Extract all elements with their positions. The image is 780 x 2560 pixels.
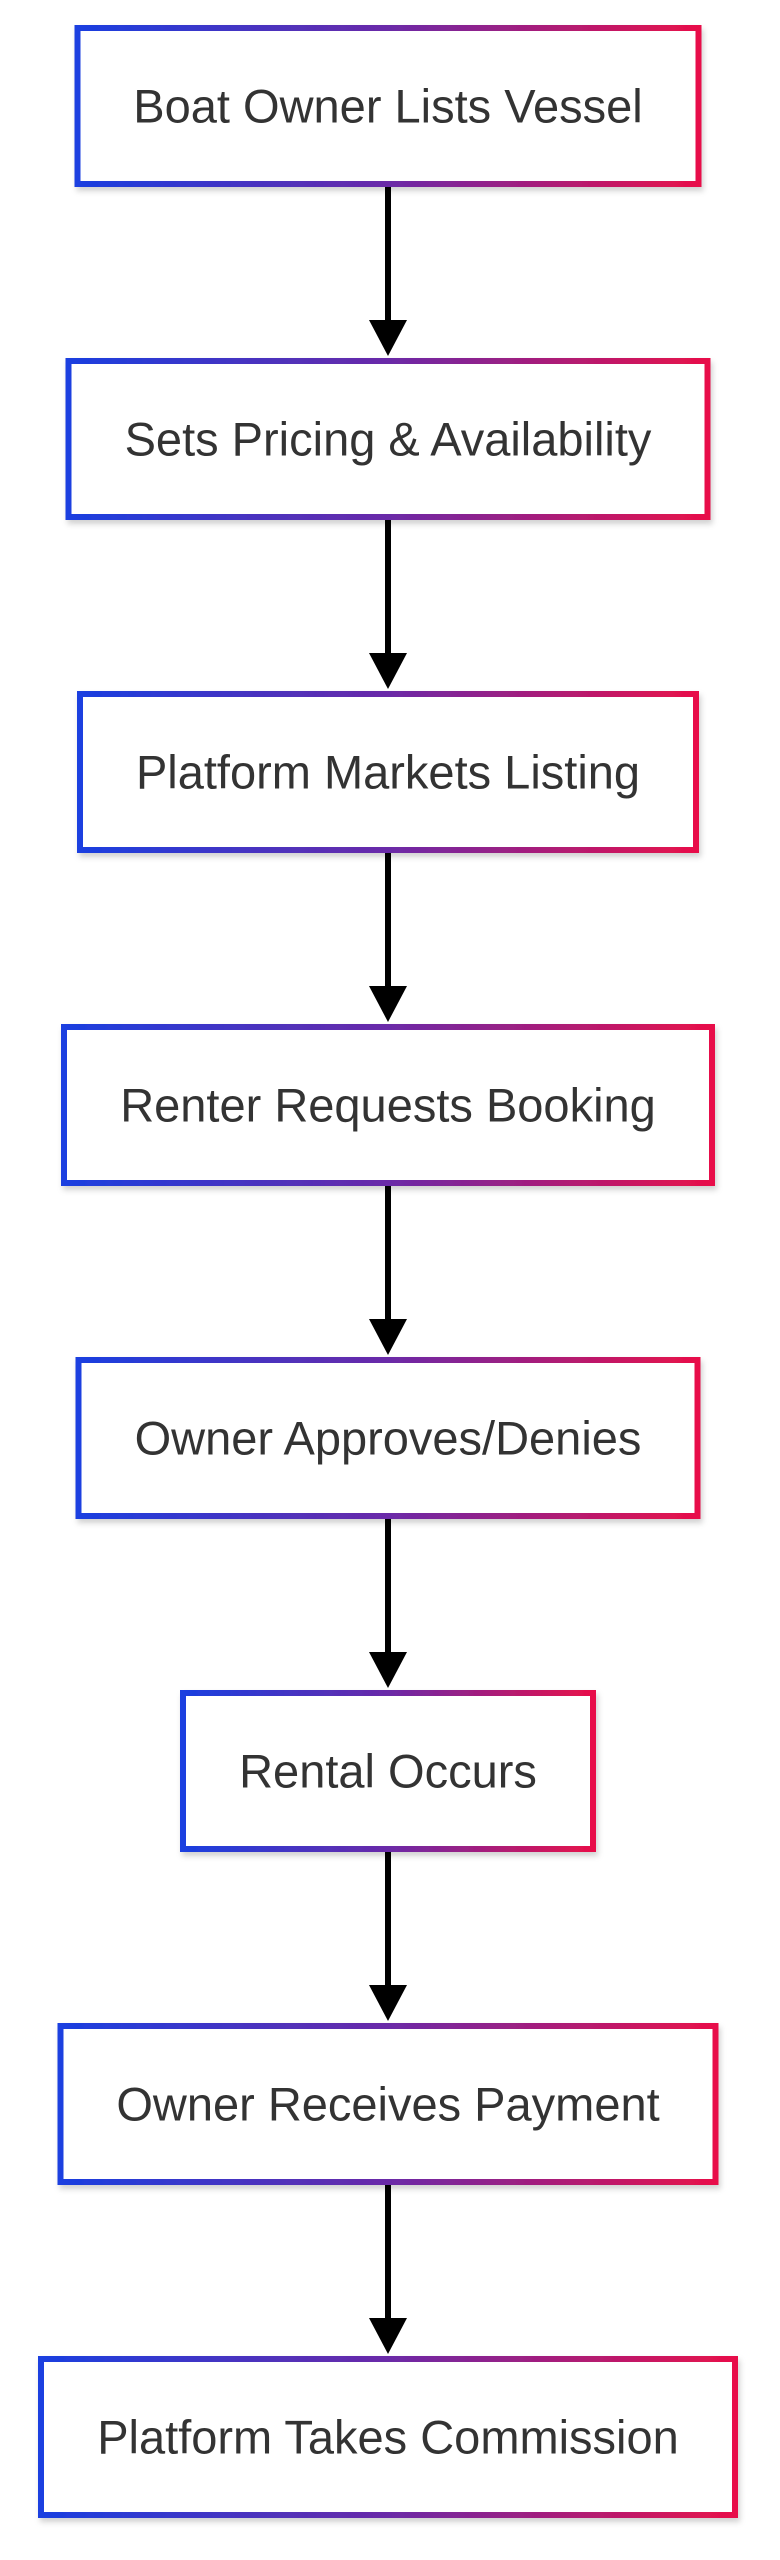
flow-node-box (57, 2023, 719, 2185)
flow-node-label: Rental Occurs (239, 1745, 537, 1798)
flow-node-n7: Owner Receives Payment (57, 2023, 719, 2185)
edges-layer (369, 187, 407, 2354)
flow-edge-arrowhead-6 (369, 1985, 407, 2021)
flow-node-label: Platform Takes Commission (97, 2411, 679, 2464)
flow-node-n3: Platform Markets Listing (77, 691, 699, 853)
flow-edge-arrowhead-7 (369, 2318, 407, 2354)
flow-node-label: Renter Requests Booking (120, 1079, 656, 1132)
flow-edge-arrowhead-3 (369, 986, 407, 1022)
flow-edge-arrowhead-1 (369, 320, 407, 356)
flow-node-label: Platform Markets Listing (136, 746, 640, 799)
flow-node-box (61, 1024, 715, 1186)
flow-node-label: Boat Owner Lists Vessel (133, 80, 642, 133)
flow-node-n6: Rental Occurs (180, 1690, 596, 1852)
flow-node-box (74, 25, 702, 187)
flow-node-box (38, 2356, 738, 2518)
flow-edge-arrowhead-4 (369, 1319, 407, 1355)
flow-node-n4: Renter Requests Booking (61, 1024, 715, 1186)
flow-edge-arrowhead-2 (369, 653, 407, 689)
flow-node-n1: Boat Owner Lists Vessel (74, 25, 702, 187)
flow-node-n8: Platform Takes Commission (38, 2356, 738, 2518)
flow-node-box (65, 358, 711, 520)
flow-node-label: Owner Receives Payment (116, 2078, 659, 2131)
flow-node-label: Sets Pricing & Availability (125, 413, 652, 466)
flow-node-box (75, 1357, 701, 1519)
flow-node-n5: Owner Approves/Denies (75, 1357, 701, 1519)
flow-edge-arrowhead-5 (369, 1652, 407, 1688)
flow-node-box (180, 1690, 596, 1852)
flow-node-n2: Sets Pricing & Availability (65, 358, 711, 520)
flow-node-box (77, 691, 699, 853)
flow-node-label: Owner Approves/Denies (135, 1412, 642, 1465)
